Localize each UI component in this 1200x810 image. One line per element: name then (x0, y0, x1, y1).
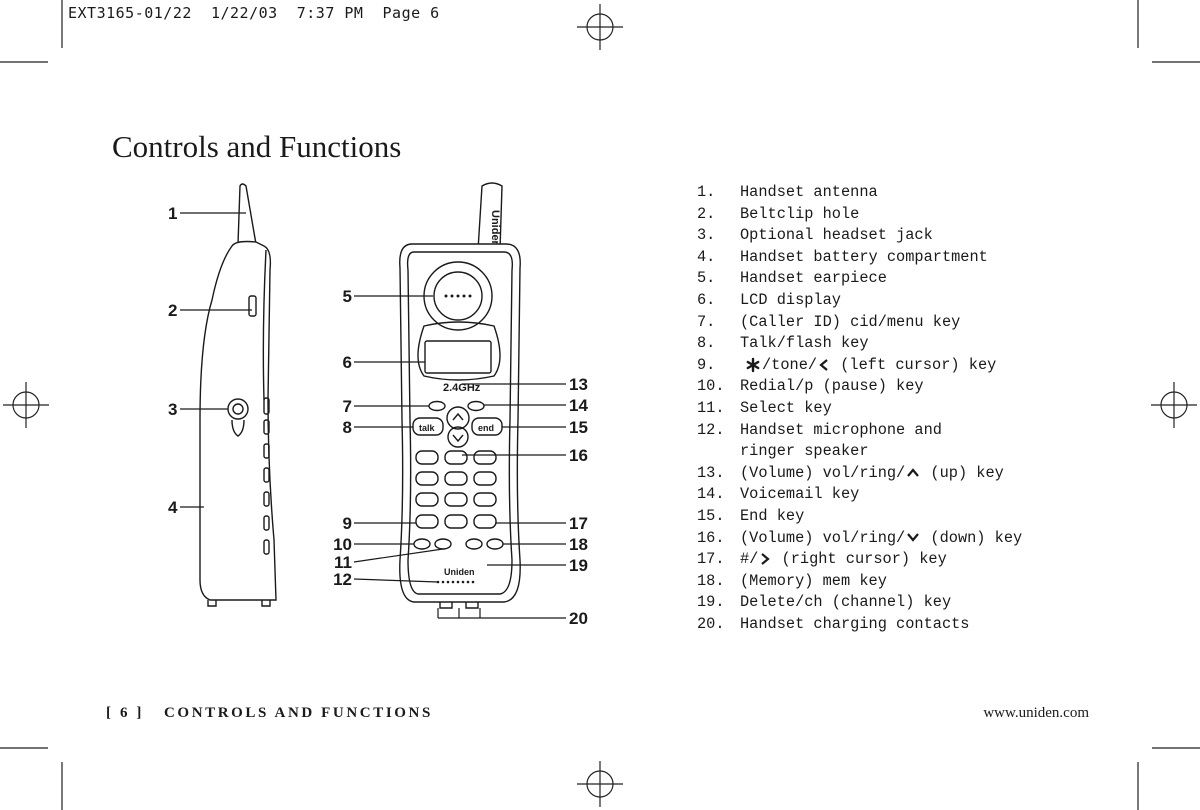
callout-14: 14 (569, 396, 588, 415)
antenna-brand-label: Uniden (489, 210, 501, 248)
list-item: 6.LCD display (697, 290, 841, 309)
callout-13: 13 (569, 375, 588, 394)
svg-text:talk: talk (419, 423, 436, 433)
list-item: 9./tone/ (left cursor) key (697, 355, 997, 374)
svg-text:end: end (478, 423, 494, 433)
svg-text:Uniden: Uniden (444, 567, 475, 577)
list-item: 2.Beltclip hole (697, 204, 860, 223)
list-item: 8.Talk/flash key (697, 334, 869, 353)
lcd-display (424, 340, 492, 374)
callout-1: 1 (168, 204, 178, 223)
list-item: 11.Select key (697, 398, 832, 417)
registration-mark-right (1151, 382, 1197, 428)
list-item: 19.Delete/ch (channel) key (697, 593, 952, 612)
callout-8: 8 (342, 418, 352, 437)
list-item: 17.#/ (right cursor) key (697, 550, 947, 569)
registration-mark-left (3, 382, 49, 428)
callout-10: 10 (333, 535, 352, 554)
callout-3: 3 (168, 400, 178, 419)
list-item: 18.(Memory) mem key (697, 571, 887, 590)
list-item: 12.Handset microphone and (697, 420, 942, 439)
callout-19: 19 (569, 556, 588, 575)
registration-mark-top (577, 4, 623, 50)
right-chevron-icon (761, 553, 771, 565)
list-item: 15.End key (697, 506, 805, 525)
callout-17: 17 (569, 514, 588, 533)
callout-18: 18 (569, 535, 588, 554)
registration-mark-bottom (577, 761, 623, 807)
list-item: 16.(Volume) vol/ring/ (down) key (697, 528, 1023, 547)
handset-side-view (199, 183, 277, 607)
list-item: 7.(Caller ID) cid/menu key (697, 312, 961, 331)
controls-list: 1.Handset antenna 2.Beltclip hole 3.Opti… (697, 182, 1022, 635)
list-item: 1.Handset antenna (697, 183, 878, 201)
list-item: 5.Handset earpiece (697, 269, 887, 288)
keypad (415, 450, 497, 529)
callout-11: 11 (334, 553, 352, 572)
callout-9: 9 (342, 514, 352, 533)
list-item: 13.(Volume) vol/ring/ (up) key (697, 463, 1004, 482)
list-item: 4.Handset battery compartment (697, 247, 988, 266)
page-footer: [ 6 ] CONTROLS AND FUNCTIONS (106, 705, 433, 722)
handset-illustration: Uniden 2.4GHz talk end (180, 182, 566, 619)
down-chevron-icon (907, 533, 920, 543)
list-item: 3.Optional headset jack (697, 226, 933, 245)
callout-16: 16 (569, 446, 588, 465)
star-icon (746, 357, 760, 372)
callout-4: 4 (168, 498, 178, 517)
callout-20: 20 (569, 609, 588, 628)
leader-lines (180, 212, 566, 619)
band-label: 2.4GHz (443, 382, 481, 394)
section-name: CONTROLS AND FUNCTIONS (164, 705, 433, 721)
handset-front-view: Uniden 2.4GHz talk end (399, 182, 521, 609)
print-slug: EXT3165-01/22 1/22/03 7:37 PM Page 6 (68, 4, 440, 22)
list-item: 10.Redial/p (pause) key (697, 377, 924, 396)
website-url: www.uniden.com (983, 705, 1089, 721)
callout-7: 7 (342, 397, 352, 416)
callout-12: 12 (333, 570, 352, 589)
callout-6: 6 (342, 353, 352, 372)
page-title: Controls and Functions (112, 128, 402, 164)
callout-5: 5 (342, 287, 352, 306)
list-item: 14.Voicemail key (697, 485, 860, 504)
list-item: 20.Handset charging contacts (697, 614, 970, 633)
list-item-continuation: ringer speaker (740, 442, 869, 461)
up-chevron-icon (907, 467, 920, 477)
page-number: [ 6 ] (106, 705, 144, 721)
callout-15: 15 (569, 418, 588, 437)
left-chevron-icon (819, 358, 828, 371)
callout-2: 2 (168, 301, 178, 320)
